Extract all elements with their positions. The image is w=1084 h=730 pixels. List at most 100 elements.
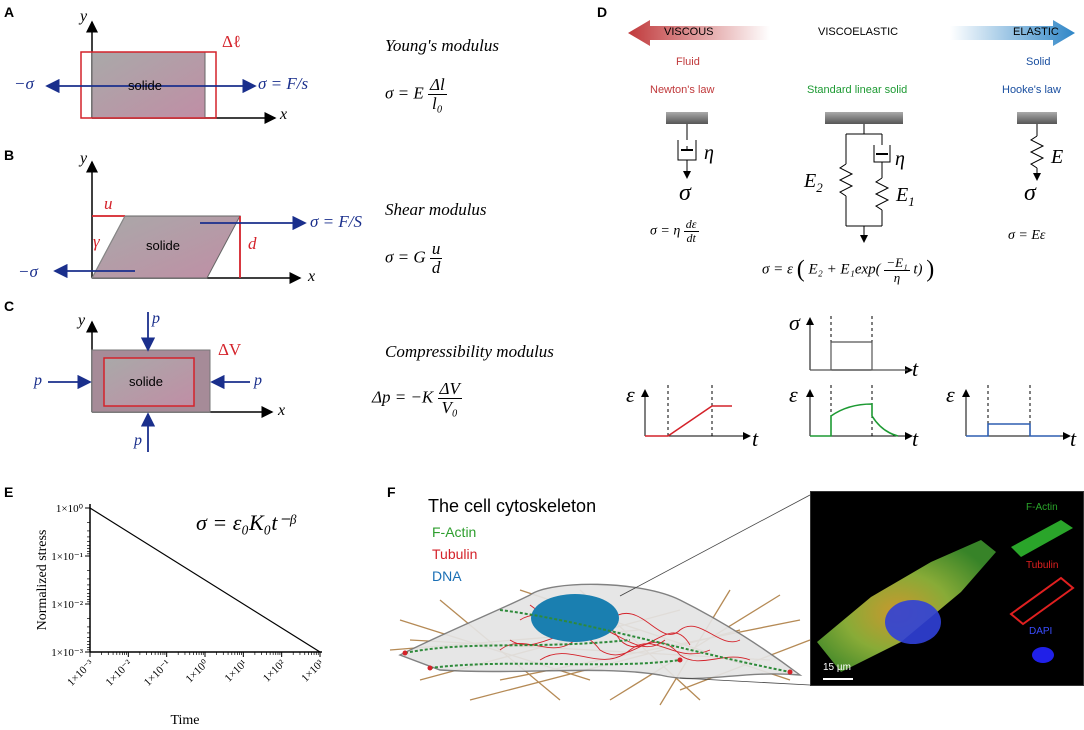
panel-label-c: C xyxy=(4,298,15,314)
e2-sub: 2 xyxy=(816,180,823,195)
micro-tubulin: Tubulin xyxy=(1026,560,1059,571)
eq-b-num: u xyxy=(429,239,443,259)
t-sls: t xyxy=(912,426,919,451)
panel-label-b: B xyxy=(4,147,15,163)
hooke-law: Hooke's law xyxy=(1002,84,1061,96)
eps-viscous: ε xyxy=(626,382,635,407)
eq-sls-a: σ = ε xyxy=(762,261,793,278)
y-tick-label: 1×10⁻¹ xyxy=(51,551,83,563)
eq-newton-lhs: σ = η xyxy=(650,223,681,239)
solid-b: solide xyxy=(146,238,180,253)
eq-c-num: ΔV xyxy=(437,379,462,399)
sls-label: Standard linear solid xyxy=(807,84,908,96)
gamma-label: γ xyxy=(93,232,100,251)
axis-x-a: x xyxy=(280,106,288,123)
sigma-hooke: σ xyxy=(1024,180,1036,206)
eq-b-lhs: σ = G xyxy=(385,247,426,267)
compress-modulus-title: Compressibility modulus xyxy=(385,342,554,361)
x-tick-label: 1×10¹ xyxy=(223,658,250,685)
d-label: d xyxy=(248,234,257,253)
sigma-graph-label: σ xyxy=(789,310,800,335)
shear-modulus-title: Shear modulus xyxy=(385,200,487,219)
eq-newton-den: dt xyxy=(686,230,696,245)
e2-sls: E2 xyxy=(804,170,823,196)
x-tick-label: 1×10² xyxy=(261,657,288,684)
eta-sls: η xyxy=(895,148,905,170)
legend-item: DNA xyxy=(432,568,462,584)
x-axis-label: Time xyxy=(170,713,199,728)
sigma-fs-b: σ = F/S xyxy=(310,212,362,231)
t-sigma-graph: t xyxy=(912,356,919,381)
cell-illustration xyxy=(389,494,811,706)
u-label: u xyxy=(104,194,113,213)
sigma-newton: σ xyxy=(679,180,691,206)
e1-sub: 1 xyxy=(908,194,915,209)
legend-item: F-Actin xyxy=(432,524,477,540)
scale-bar-label: 15 µm xyxy=(823,662,851,673)
solid-a: solide xyxy=(128,78,162,93)
cytoskeleton-title: The cell cytoskeleton xyxy=(428,496,597,516)
t-elastic: t xyxy=(1070,426,1077,451)
neg-sigma-b: −σ xyxy=(18,262,38,281)
delta-v: ΔV xyxy=(218,340,242,359)
axis-y-b: y xyxy=(80,150,88,167)
micro-factin: F-Actin xyxy=(1026,502,1058,513)
eps-elastic: ε xyxy=(946,382,955,407)
panel-label-a: A xyxy=(4,4,15,20)
p-bottom: p xyxy=(134,432,142,449)
x-tick-label: 1×10⁰ xyxy=(183,657,211,685)
axis-y-a: y xyxy=(80,8,88,25)
e1-main: E xyxy=(896,184,909,206)
p-right: p xyxy=(254,372,262,389)
eq-a-lhs: σ = E xyxy=(385,83,424,103)
eta-newton: η xyxy=(704,142,714,164)
microscopy-image: F-Actin Tubulin DAPI 15 µm xyxy=(810,491,1084,686)
eq-sls-c: t) xyxy=(913,261,923,278)
eq-a-num: Δl xyxy=(428,75,447,95)
neg-sigma-a: −σ xyxy=(14,74,34,93)
hooke-equation: σ = Eε xyxy=(1008,228,1046,243)
eq-a-den: l₀ xyxy=(432,93,443,113)
eq-sls-den: η xyxy=(893,269,901,285)
delta-l: Δℓ xyxy=(222,32,242,51)
y-tick-label: 1×10⁻³ xyxy=(51,647,84,659)
stress-line xyxy=(89,507,321,653)
micro-dapi: DAPI xyxy=(1029,626,1053,637)
viscoelastic-label: VISCOELASTIC xyxy=(818,26,899,38)
young-modulus-title: Young's modulus xyxy=(385,36,500,55)
power-law-formula: σ = ε₀K₀t⁻ᵝ xyxy=(196,510,296,535)
eq-c-lhs: Δp = −K xyxy=(372,387,434,407)
eps-sls: ε xyxy=(789,382,798,407)
x-tick-label: 1×10³ xyxy=(299,657,326,684)
x-tick-label: 1×10⁻³ xyxy=(65,657,96,688)
t-viscous: t xyxy=(752,426,759,451)
fluid-label: Fluid xyxy=(676,56,700,68)
young-diagram xyxy=(45,20,277,124)
compress-diagram xyxy=(48,312,274,452)
eq-sls-b: E₂ + E₁exp( xyxy=(808,261,881,278)
newton-law: Newton's law xyxy=(650,84,715,96)
solid-label-d: Solid xyxy=(1026,56,1051,68)
panel-label-f: F xyxy=(387,484,396,500)
panel-label-e: E xyxy=(4,484,14,500)
axis-x-b: x xyxy=(308,268,316,285)
y-axis-label: Normalized stress xyxy=(35,530,50,631)
e2-main: E xyxy=(804,170,817,192)
legend-item: Tubulin xyxy=(432,546,478,562)
eq-newton-num: dε xyxy=(683,217,699,232)
p-left: p xyxy=(34,372,42,389)
axis-y-c: y xyxy=(78,312,86,329)
y-tick-label: 1×10⁻² xyxy=(51,599,84,611)
elastic-label: ELASTIC xyxy=(1013,26,1059,38)
panel-label-d: D xyxy=(597,4,608,20)
shear-diagram xyxy=(53,160,307,284)
eq-b-den: d xyxy=(431,257,441,277)
viscoelastic-diagram xyxy=(628,20,1075,440)
sigma-fs-a: σ = F/s xyxy=(258,74,309,93)
